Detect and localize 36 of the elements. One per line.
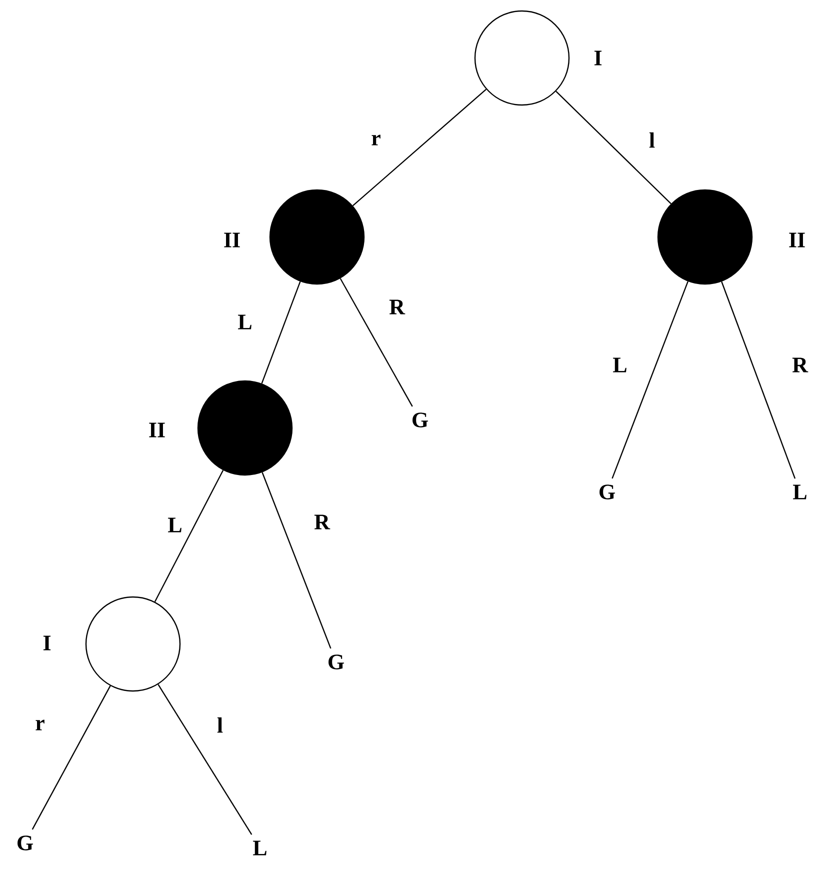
payoff-label: G: [592, 478, 622, 506]
branch-line: [721, 281, 796, 479]
edge-label: L: [168, 518, 182, 532]
edge-label: R: [314, 514, 330, 530]
branch-line: [154, 470, 224, 602]
branch-line: [556, 90, 672, 204]
player-label: II: [784, 228, 810, 252]
edge-label: L: [613, 358, 626, 372]
payoff-label: L: [786, 478, 814, 506]
payoff-label: G: [321, 648, 351, 676]
decision-circle: [474, 10, 570, 106]
edge-label: L: [238, 314, 252, 330]
player-label: II: [144, 418, 170, 442]
edge-label: l: [649, 132, 655, 148]
edge-label: l: [217, 717, 223, 733]
edge-label: r: [372, 134, 380, 146]
payoff-label: L: [246, 834, 274, 862]
edge-label: R: [792, 358, 808, 372]
decision-disc: [269, 189, 365, 285]
branch-line: [352, 88, 487, 206]
decision-disc: [657, 189, 753, 285]
branch-line: [340, 278, 413, 407]
decision-circle: [85, 596, 181, 692]
player-label: I: [38, 632, 56, 654]
branch-line: [261, 281, 301, 384]
player-label: I: [590, 46, 606, 70]
payoff-label: G: [10, 830, 40, 856]
branch-line: [262, 472, 332, 649]
branch-line: [32, 686, 111, 830]
branch-line: [612, 281, 688, 479]
payoff-label: G: [405, 406, 435, 434]
edge-label: R: [389, 300, 406, 314]
decision-disc: [197, 380, 293, 476]
branch-line: [158, 684, 252, 835]
edge-label: r: [36, 720, 44, 730]
player-label: II: [219, 228, 245, 252]
